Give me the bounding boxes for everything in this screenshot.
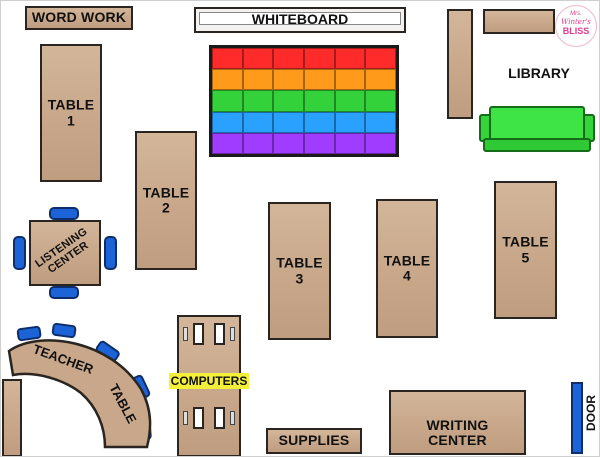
rug-square xyxy=(334,90,366,112)
rug-square xyxy=(304,111,335,133)
rug-square xyxy=(242,69,274,91)
rug-square xyxy=(365,69,396,91)
table-5-label: TABLE xyxy=(502,233,549,250)
table-3-label: TABLE xyxy=(276,254,323,271)
table-2-number: 2 xyxy=(162,199,170,216)
door xyxy=(571,382,583,454)
keyboard xyxy=(230,327,235,341)
door-label: DOOR xyxy=(584,395,598,431)
rug-square xyxy=(273,132,304,154)
library-bookshelf-horizontal xyxy=(483,9,555,34)
rug-square xyxy=(334,48,366,70)
logo-line-2: Winter's xyxy=(561,18,591,26)
library-bookshelf-vertical xyxy=(447,9,473,119)
table-5-number: 5 xyxy=(521,249,530,265)
rug-square xyxy=(365,132,396,154)
rug-square xyxy=(242,111,274,133)
word-work-station: WORD WORK xyxy=(25,6,133,30)
keyboard xyxy=(183,327,188,341)
table-3: TABLE 3 xyxy=(268,202,331,340)
listening-center: LISTENING CENTER xyxy=(13,207,117,299)
rug-square xyxy=(242,132,274,154)
rug-square xyxy=(273,111,304,133)
computer-monitor xyxy=(193,407,204,429)
writing-center-label-2: CENTER xyxy=(428,432,487,449)
supplies-label: SUPPLIES xyxy=(278,432,350,449)
rug-square xyxy=(242,48,274,70)
table-2: TABLE 2 xyxy=(135,131,197,270)
rug-square xyxy=(212,90,243,112)
rug-square xyxy=(304,69,335,91)
library-label: LIBRARY xyxy=(508,65,570,81)
logo-line-1: Mrs. xyxy=(570,11,582,17)
green-couch xyxy=(479,106,595,154)
chair xyxy=(104,236,117,270)
rug-square xyxy=(242,90,274,112)
table-1-number: 1 xyxy=(67,112,75,128)
rug-square xyxy=(304,132,335,154)
supplies-shelf: SUPPLIES xyxy=(266,428,362,454)
writing-center-label: WRITING xyxy=(426,416,489,433)
rug-square xyxy=(365,111,396,133)
computer-monitor xyxy=(193,323,204,345)
computer-monitor xyxy=(214,407,225,429)
table-2-label: TABLE xyxy=(142,183,190,200)
table-1: TABLE 1 xyxy=(40,44,102,182)
keyboard xyxy=(230,411,235,425)
bottom-left-bookshelf xyxy=(2,379,22,456)
carpet-rug xyxy=(209,45,399,157)
keyboard xyxy=(183,411,188,425)
rug-square xyxy=(334,132,366,154)
rug-square xyxy=(365,90,396,112)
rug-square xyxy=(334,69,366,91)
table-1-label: TABLE xyxy=(47,96,95,113)
table-3-number: 3 xyxy=(295,270,304,286)
word-work-label: WORD WORK xyxy=(31,9,127,26)
table-4-number: 4 xyxy=(403,267,411,284)
rug-square xyxy=(365,48,396,70)
rug-square xyxy=(304,90,335,112)
computer-monitor xyxy=(214,323,225,345)
rug-square xyxy=(212,132,243,154)
brand-logo: Mrs. Winter's BLISS xyxy=(555,5,597,47)
rug-square xyxy=(212,48,243,70)
computer-station: COMPUTERS xyxy=(169,315,249,456)
chair xyxy=(49,207,79,220)
logo-line-3: BLISS xyxy=(562,26,590,36)
teacher-table: TEACHER TABLE xyxy=(7,322,152,449)
whiteboard-label: WHITEBOARD xyxy=(251,11,349,27)
rug-square xyxy=(273,69,304,91)
rug-square xyxy=(334,111,366,133)
rug-square xyxy=(212,69,243,91)
table-5: TABLE 5 xyxy=(494,181,557,319)
table-4-label: TABLE xyxy=(383,251,431,268)
rug-square xyxy=(273,48,304,70)
table-4: TABLE 4 xyxy=(376,199,438,338)
listening-center-table: LISTENING CENTER xyxy=(29,220,101,286)
rug-square xyxy=(304,48,335,70)
writing-center: WRITING CENTER xyxy=(389,390,526,455)
whiteboard: WHITEBOARD xyxy=(194,7,406,33)
chair xyxy=(49,286,79,299)
chair xyxy=(13,236,26,270)
computers-label: COMPUTERS xyxy=(169,373,249,389)
rug-square xyxy=(273,90,304,112)
rug-square xyxy=(212,111,243,133)
